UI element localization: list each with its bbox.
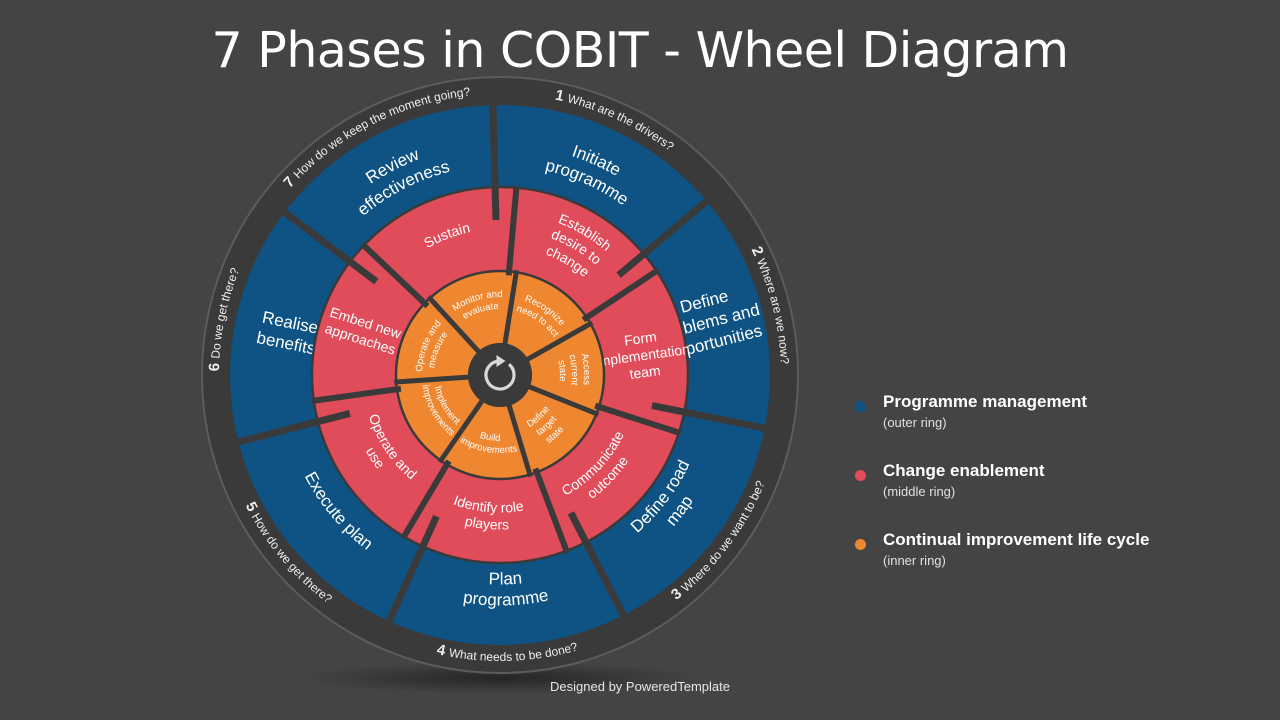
wheel-spoke <box>489 103 500 221</box>
inner-label-4: Build <box>479 430 501 444</box>
inner-ring-border <box>394 269 606 481</box>
inner-segment-6 <box>396 298 479 382</box>
legend-title: Programme management <box>883 392 1088 411</box>
inner-segment-7 <box>429 271 517 352</box>
outer-segment-1 <box>492 105 707 274</box>
wheel-spoke <box>567 511 628 619</box>
wheel-spoke <box>385 514 440 625</box>
legend-subtitle: (middle ring) <box>883 484 956 499</box>
outer-segment-7 <box>284 105 496 280</box>
inner-label-2: current <box>566 354 580 387</box>
wheel-spoke <box>526 383 600 417</box>
wheel-spoke <box>616 197 711 278</box>
wheel-spoke <box>506 403 533 478</box>
legend-dot <box>855 470 866 481</box>
legend-dot <box>855 539 866 550</box>
credit-text: Designed by PoweredTemplate <box>550 679 730 694</box>
middle-ring-border <box>310 185 690 565</box>
wheel-spoke <box>280 208 379 285</box>
wheel-spoke <box>502 269 520 346</box>
svg-text:Form: Form <box>623 328 658 348</box>
outer-label-4: Plan <box>488 568 522 588</box>
wheel-spoke <box>505 185 520 276</box>
wheel-spoke <box>651 402 768 432</box>
legend-subtitle: (inner ring) <box>883 553 946 568</box>
middle-label-4: players <box>464 513 510 533</box>
wheel-spoke <box>394 374 471 385</box>
inner-label-2: state <box>555 359 568 382</box>
middle-segment-4 <box>403 458 567 564</box>
inner-segment-5 <box>396 377 482 461</box>
legend-title: Change enablement <box>883 461 1045 480</box>
page-title: 7 Phases in COBIT - Wheel Diagram <box>211 22 1069 79</box>
wheel-hub <box>468 343 532 407</box>
wheel-spoke <box>594 402 682 437</box>
outer-segment-3 <box>572 406 765 616</box>
wheel-spoke <box>437 398 485 464</box>
wheel-spoke <box>581 267 660 323</box>
inner-segment-3 <box>509 386 597 475</box>
wheel-spoke <box>360 241 430 309</box>
inner-segment-4 <box>440 401 530 479</box>
inner-segment-1 <box>505 272 591 360</box>
legend-title: Continual improvement life cycle <box>883 530 1150 549</box>
wheel-shadow <box>300 662 700 694</box>
wheel-spoke <box>235 410 351 446</box>
inner-label-2: Access <box>579 353 593 386</box>
wheel-spoke <box>311 385 402 404</box>
svg-text:team: team <box>628 362 661 382</box>
wheel-spoke <box>524 320 594 363</box>
wheel-spoke <box>532 467 571 554</box>
refresh-cycle-icon <box>484 355 516 391</box>
legend-dot <box>855 401 866 412</box>
wheel-spoke <box>400 459 452 540</box>
legend-subtitle: (outer ring) <box>883 415 947 430</box>
outer-segment-5 <box>238 414 436 622</box>
middle-segment-2 <box>580 271 688 433</box>
wheel-spoke <box>426 295 482 355</box>
